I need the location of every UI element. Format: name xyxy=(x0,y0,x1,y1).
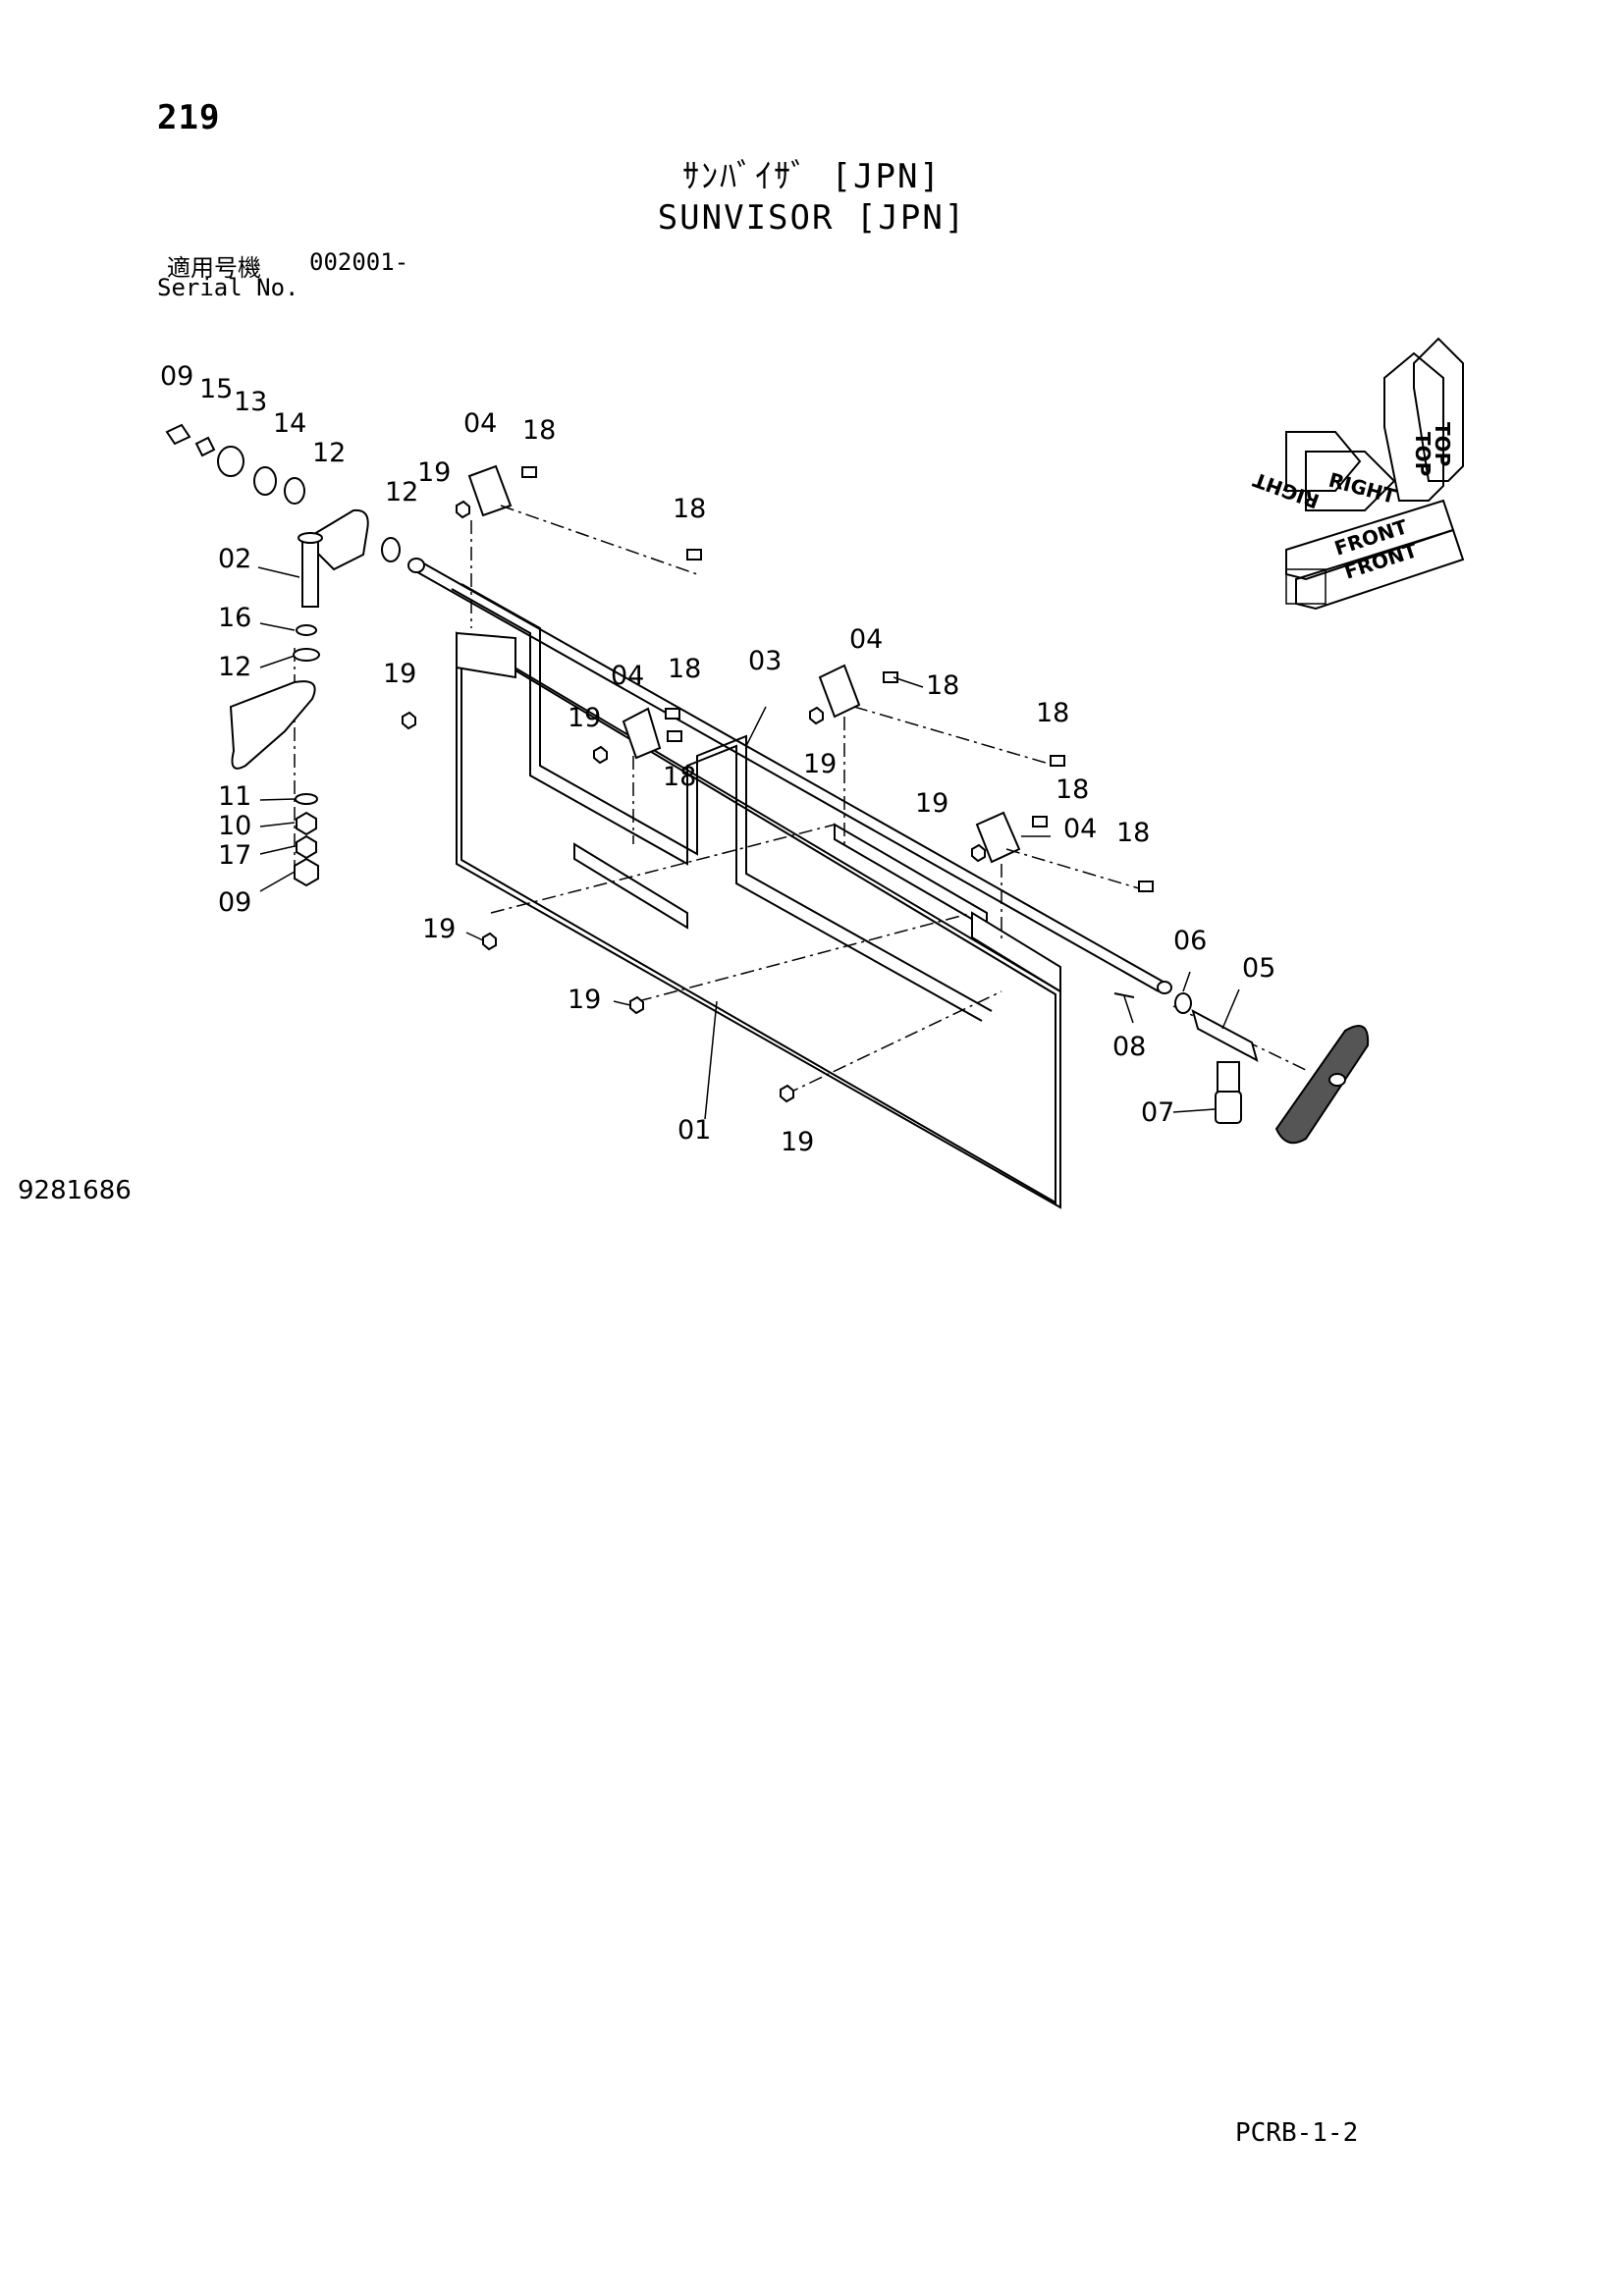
fasteners xyxy=(402,466,1154,1103)
callout-13: 13 xyxy=(234,387,267,417)
callout-12: 12 xyxy=(218,652,251,682)
hinge-assembly xyxy=(165,423,401,887)
leader-lines xyxy=(257,566,1240,1120)
callout-18: 18 xyxy=(522,415,556,446)
callout-09: 09 xyxy=(218,887,251,918)
support-rod xyxy=(407,558,1172,1022)
callouts: 09 15 13 14 12 04 18 19 12 18 02 16 12 1… xyxy=(160,361,1275,1157)
callout-17: 17 xyxy=(218,840,251,871)
callout-19: 19 xyxy=(568,703,601,733)
callout-19: 19 xyxy=(803,749,837,779)
callout-03: 03 xyxy=(748,646,782,676)
callout-04: 04 xyxy=(1063,814,1097,844)
callout-12: 12 xyxy=(385,477,418,507)
callout-04: 04 xyxy=(611,661,644,691)
callout-18: 18 xyxy=(926,670,959,701)
callout-11: 11 xyxy=(218,781,251,812)
callout-19: 19 xyxy=(422,914,456,944)
callout-09: 09 xyxy=(160,361,193,392)
serial-label: Serial No. xyxy=(157,274,299,301)
axis-label-top: TOP xyxy=(1411,432,1435,476)
callout-10: 10 xyxy=(218,811,251,841)
callout-18: 18 xyxy=(1036,698,1069,728)
sunvisor-panel xyxy=(456,631,1061,1209)
callout-14: 14 xyxy=(273,408,306,439)
callout-18: 18 xyxy=(673,494,706,524)
callout-04: 04 xyxy=(463,408,497,439)
page-number: 219 xyxy=(157,98,221,137)
callout-16: 16 xyxy=(218,603,251,633)
callout-08: 08 xyxy=(1112,1032,1146,1062)
callout-18: 18 xyxy=(668,654,701,684)
callout-19: 19 xyxy=(568,985,601,1015)
alignment-lines xyxy=(294,505,1307,1095)
callout-19: 19 xyxy=(417,457,451,488)
callout-19: 19 xyxy=(915,788,948,819)
callout-15: 15 xyxy=(199,374,233,404)
callout-02: 02 xyxy=(218,544,251,574)
page-title: SUNVISOR [JPN] xyxy=(657,198,967,238)
page-title-japanese: ｻﾝﾊﾞｲｻﾞ [JPN] xyxy=(682,157,942,196)
callout-04: 04 xyxy=(849,624,883,655)
callout-12: 12 xyxy=(312,438,346,468)
callout-01: 01 xyxy=(677,1115,711,1146)
handle-assembly xyxy=(1113,992,1370,1145)
callout-18: 18 xyxy=(663,762,696,792)
callout-07: 07 xyxy=(1141,1097,1174,1128)
drawing-number: 9281686 xyxy=(18,1176,132,1205)
serial-number-range: 002001- xyxy=(309,248,409,276)
callout-18: 18 xyxy=(1116,818,1150,848)
axis-label-top-2: TOP xyxy=(1431,422,1454,466)
callout-18: 18 xyxy=(1056,774,1089,805)
orientation-indicator: TOP TOP RIGHT RIGHT FRONT FRONT xyxy=(1250,337,1465,611)
callout-19: 19 xyxy=(781,1127,814,1157)
page-code: PCRB-1-2 xyxy=(1235,2118,1359,2148)
callout-05: 05 xyxy=(1242,953,1275,984)
callout-06: 06 xyxy=(1173,926,1207,956)
serial-label-japanese: 適用号機 xyxy=(167,254,261,282)
callout-19: 19 xyxy=(383,659,416,689)
